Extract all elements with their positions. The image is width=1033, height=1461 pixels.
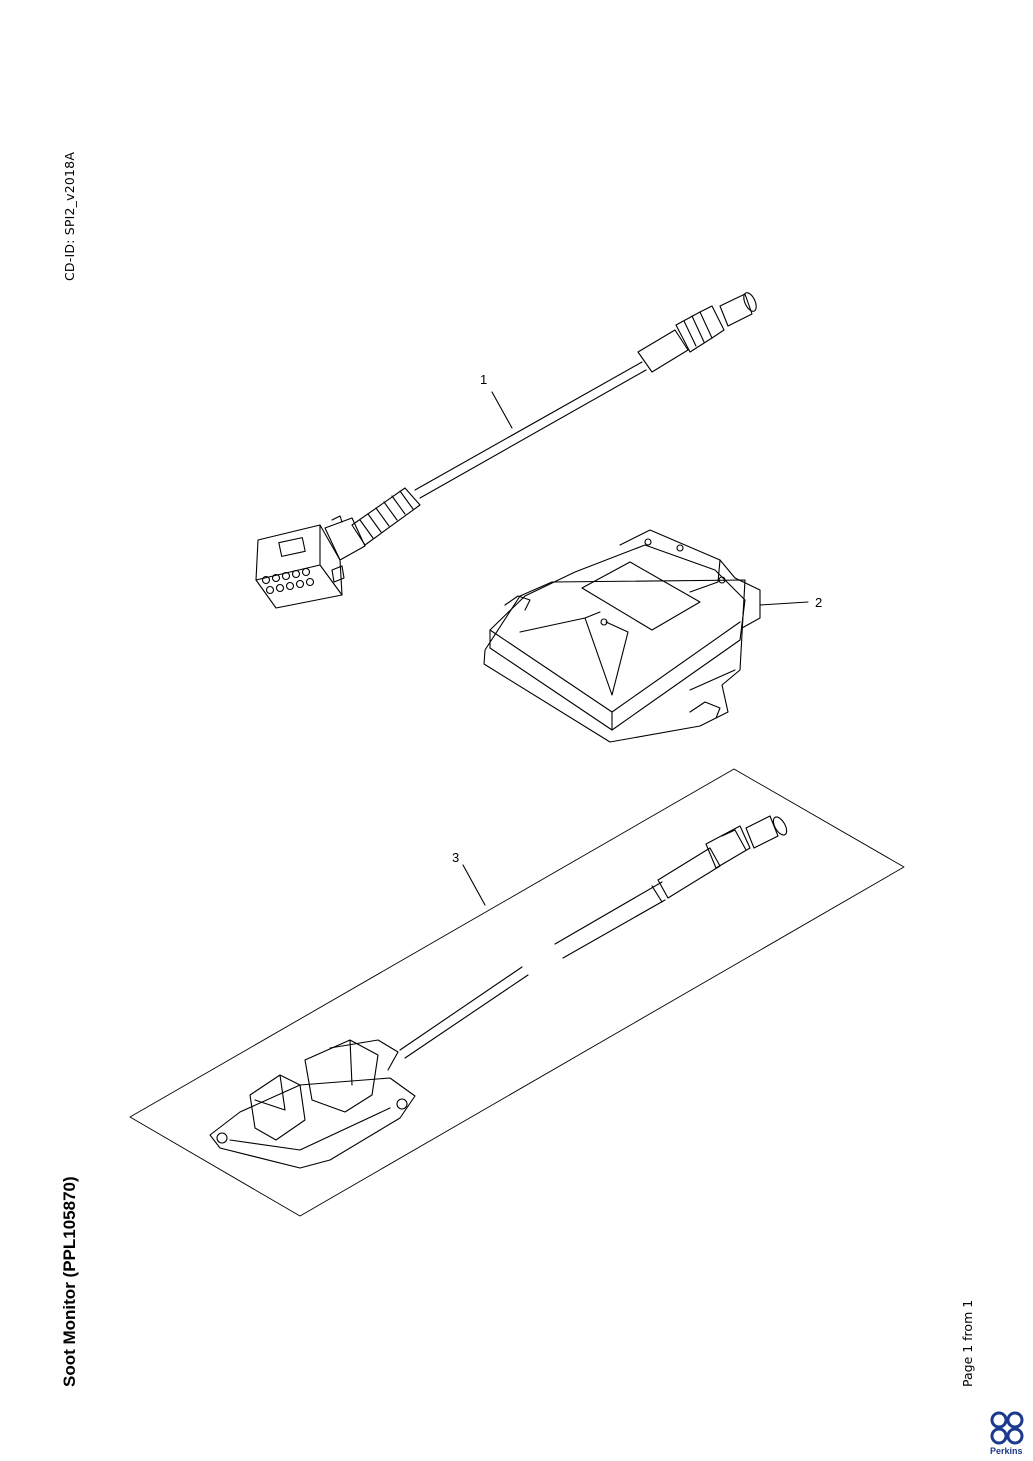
part-1-sensor-harness xyxy=(255,292,757,609)
part-2-control-module xyxy=(483,529,809,743)
part-3-sensor-kit xyxy=(129,768,905,1217)
brand-name: Perkins xyxy=(990,1446,1023,1456)
perkins-logo-icon xyxy=(990,1411,1024,1445)
callout-3: 3 xyxy=(452,850,459,865)
callout-1: 1 xyxy=(480,372,487,387)
callout-2: 2 xyxy=(815,595,822,610)
